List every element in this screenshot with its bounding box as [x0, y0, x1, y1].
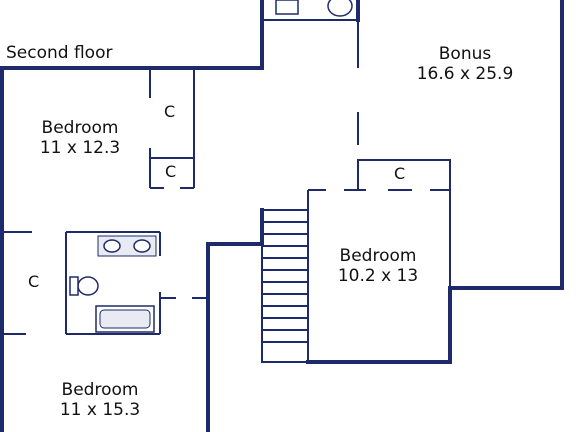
- room-dimensions: 10.2 x 13: [337, 266, 419, 286]
- interior-walls: [2, 20, 451, 362]
- room-label-bedroom-1: Bedroom 11 x 12.3: [20, 118, 140, 158]
- closet-label: C: [164, 102, 176, 121]
- closet-label: C: [28, 272, 40, 291]
- closet-label: C: [165, 162, 177, 181]
- room-label-bonus: Bonus 16.6 x 25.9: [400, 44, 530, 84]
- staircase: [261, 209, 309, 363]
- room-label-bedroom-2: Bedroom 10.2 x 13: [318, 246, 438, 286]
- room-name: Bedroom: [339, 246, 417, 266]
- closet-label: C: [394, 164, 406, 183]
- room-dimensions: 16.6 x 25.9: [416, 64, 514, 84]
- room-dimensions: 11 x 12.3: [39, 138, 121, 158]
- room-name: Bedroom: [61, 380, 139, 400]
- room-dimensions: 11 x 15.3: [59, 400, 141, 420]
- floor-label: Second floor: [6, 43, 113, 63]
- bath-fixtures: [69, 235, 157, 333]
- top-bath-fixtures: [262, 0, 358, 21]
- room-name: Bonus: [438, 44, 492, 64]
- room-name: Bedroom: [41, 118, 119, 138]
- room-label-bedroom-3: Bedroom 11 x 15.3: [40, 380, 160, 420]
